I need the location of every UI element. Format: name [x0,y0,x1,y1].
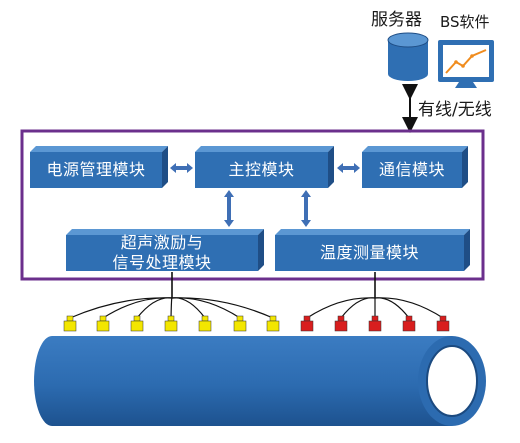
pipe [34,336,486,426]
sensor-wire [306,297,376,319]
sensor-wire [340,297,376,319]
ultrasonic-sensor [96,315,110,332]
arrow-main-ultrasonic [224,190,234,227]
module-ultrasonic-line1: 超声激励与 [120,233,204,252]
arrow-power-main [170,163,193,173]
sensor-wire [170,297,173,319]
monitor-chart-icon [438,40,494,88]
module-main-label: 主控模块 [228,160,295,179]
ultrasonic-sensor [130,315,144,332]
sensor-wires [69,272,444,319]
ultrasonic-sensor [266,315,280,332]
module-ultrasonic-line2: 信号处理模块 [112,253,212,272]
module-main-box [195,146,334,188]
sensor-wire [374,297,444,319]
sensor-group [63,315,450,332]
ultrasonic-sensor [164,315,178,332]
system-frame [20,129,485,281]
arrow-main-comm [337,163,360,173]
sensor-wire [171,297,274,319]
ultrasonic-sensor [63,315,77,332]
server-icon [387,32,429,81]
server-label: 服务器 [371,10,422,30]
temperature-sensor [402,315,416,332]
module-power-box [30,146,168,188]
sensor-wire [136,297,173,319]
sensor-wire [171,297,241,319]
temperature-sensor [368,315,382,332]
temperature-sensor [334,315,348,332]
link-label: 有线/无线 [418,100,492,120]
module-temp-label: 温度测量模块 [319,243,419,262]
module-power-label: 电源管理模块 [46,160,146,179]
temperature-sensor [436,315,450,332]
module-ultrasonic-box [66,229,264,271]
temperature-sensor [300,315,314,332]
module-ultrasonic-label: 超声激励与 信号处理模块 [66,233,258,273]
ultrasonic-sensor [198,315,212,332]
module-comm-box [362,146,468,188]
sensor-wire [102,297,173,319]
arrow-main-temp [301,190,311,227]
ultrasonic-sensor [233,315,247,332]
software-label: BS软件 [440,13,490,31]
module-comm-label: 通信模块 [378,160,445,179]
module-temp-box [275,229,470,271]
